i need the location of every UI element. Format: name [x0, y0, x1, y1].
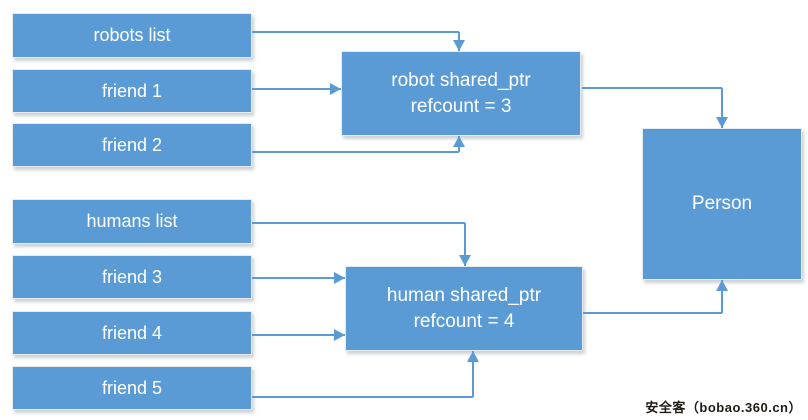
connector-segment-friend4-to-human-ptr [252, 334, 345, 336]
connector-segment-friend5-to-human-ptr [252, 396, 473, 398]
node-friend-1: friend 1 [12, 69, 252, 113]
node-person: Person [642, 128, 802, 280]
arrowhead-right-icon [330, 83, 341, 95]
arrowhead-down-icon [453, 40, 465, 51]
connector-segment-friend5-to-human-ptr [472, 351, 474, 397]
connector-segment-friend2-to-robot-ptr [252, 151, 459, 153]
connector-segment-friend3-to-human-ptr [252, 277, 345, 279]
connector-segment-robot-ptr-to-person [582, 87, 722, 89]
arrowhead-up-icon [716, 280, 728, 291]
node-human-shared-ptr: human shared_ptr refcount = 4 [345, 266, 583, 351]
node-label: robots list [93, 25, 171, 46]
connector-segment-humans-list-to-human-ptr [252, 222, 465, 224]
node-robots-list: robots list [12, 13, 252, 58]
connector-segment-human-ptr-to-person [583, 312, 722, 314]
connector-segment-friend1-to-robot-ptr [252, 88, 341, 90]
node-friend-2: friend 2 [12, 123, 252, 167]
node-friend-3: friend 3 [12, 255, 252, 299]
node-friend-5: friend 5 [12, 366, 252, 410]
connector-segment-robots-list-to-robot-ptr [252, 31, 459, 33]
node-humans-list: humans list [12, 199, 252, 244]
arrowhead-up-icon [467, 351, 479, 362]
node-friend-4: friend 4 [12, 311, 252, 355]
watermark: 安全客（bobao.360.cn） [645, 400, 802, 415]
node-label: robot shared_ptr [391, 69, 531, 91]
node-label: friend 1 [101, 80, 163, 101]
connector-segment-humans-list-to-human-ptr [464, 223, 466, 266]
node-label: refcount = 4 [413, 310, 515, 332]
arrowhead-down-icon [459, 255, 471, 266]
arrowhead-right-icon [334, 272, 345, 284]
node-label: Person [691, 193, 753, 215]
arrowhead-up-icon [453, 136, 465, 147]
connector-segment-human-ptr-to-person [721, 280, 723, 313]
node-label: friend 4 [101, 322, 163, 343]
node-robot-shared-ptr: robot shared_ptr refcount = 3 [341, 51, 581, 136]
node-label: friend 2 [101, 134, 163, 155]
node-label: refcount = 3 [410, 95, 512, 117]
node-label: humans list [86, 211, 178, 232]
node-label: friend 5 [101, 377, 163, 398]
arrowhead-right-icon [334, 329, 345, 341]
connector-segment-robot-ptr-to-person [721, 88, 723, 128]
node-label: human shared_ptr [386, 284, 542, 306]
node-label: friend 3 [101, 266, 163, 287]
arrowhead-down-icon [716, 117, 728, 128]
